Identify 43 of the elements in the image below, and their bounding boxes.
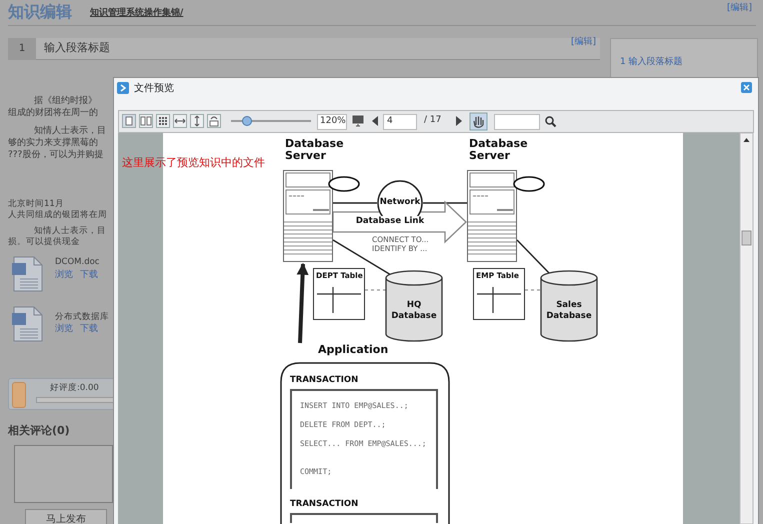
server-heading: Database Server bbox=[285, 138, 345, 162]
paragraph-text: 够的实力来支撑黑莓的 bbox=[8, 139, 98, 149]
publish-button: 马上发布 bbox=[25, 509, 107, 524]
section-title: 输入段落标题 bbox=[44, 42, 110, 54]
server-heading: Database Server bbox=[469, 138, 529, 162]
database-label: HQ Database bbox=[390, 300, 438, 322]
comments-heading: 相关评论(0) bbox=[8, 425, 70, 438]
dialog-title: 文件预览 bbox=[134, 83, 174, 94]
connector-line bbox=[333, 202, 377, 204]
preview-link: 浏览 bbox=[55, 271, 73, 281]
paragraph-text: 人共同组成的银团将在周 bbox=[8, 211, 107, 220]
rating-text: 好评度:0.00 bbox=[50, 384, 99, 394]
connector-line bbox=[516, 240, 550, 274]
paragraph-text: 知情人士表示，目 bbox=[34, 227, 106, 236]
database-label: Sales Database bbox=[545, 300, 593, 322]
connector-line bbox=[332, 239, 392, 276]
download-link: 下载 bbox=[80, 325, 98, 335]
application-heading: Application bbox=[318, 343, 388, 356]
paragraph-text: 据《组约时报》 bbox=[34, 97, 97, 107]
download-link: 下载 bbox=[80, 271, 98, 281]
preview-link: 浏览 bbox=[55, 325, 73, 335]
edit-link: [编辑] bbox=[727, 4, 752, 14]
transaction-heading: TRANSACTION bbox=[290, 499, 358, 509]
paragraph-text: 组成的财团将在周一的 bbox=[8, 109, 98, 119]
network-label: Network bbox=[378, 197, 422, 207]
zoom-field: 120% bbox=[317, 114, 347, 130]
toc-link: 1 输入段落标题 bbox=[620, 58, 683, 68]
paragraph-text: 北京时间11月 bbox=[8, 200, 64, 210]
page-title: 知识编辑 bbox=[8, 3, 72, 21]
file-name: DCOM.doc bbox=[55, 258, 100, 268]
edit-link: [编辑] bbox=[571, 38, 596, 48]
arrow bbox=[296, 262, 309, 344]
connector-line bbox=[423, 202, 467, 204]
transaction-heading: TRANSACTION bbox=[290, 375, 358, 385]
paragraph-text: 损。可以提供现金 bbox=[8, 238, 80, 248]
edge-label: Database Link bbox=[354, 216, 426, 226]
breadcrumb-link: 知识管理系统操作集锦/ bbox=[90, 9, 184, 19]
page-count: / 17 bbox=[424, 116, 442, 126]
paragraph-text: ???股份，可以为并购提 bbox=[8, 151, 104, 161]
page-number-field: 4 bbox=[383, 114, 417, 130]
file-name: 分布式数据库 bbox=[55, 313, 109, 322]
section-number: 1 bbox=[8, 38, 36, 60]
paragraph-text: 知情人士表示，目 bbox=[34, 127, 106, 137]
